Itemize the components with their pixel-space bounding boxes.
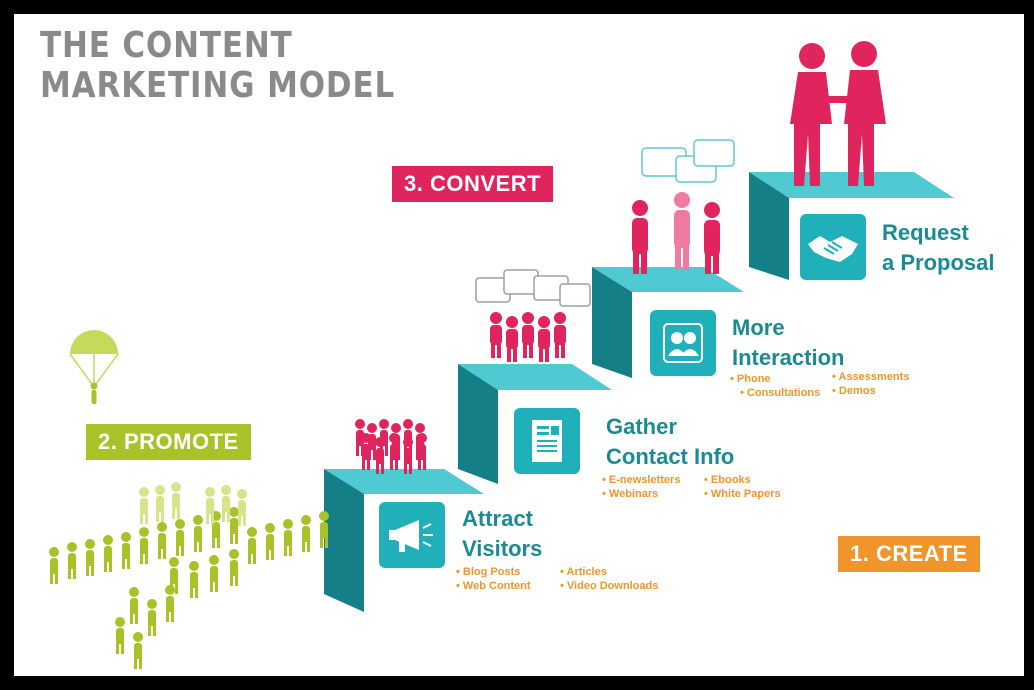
step2-list-col1: E-newsletters Webinars [602, 473, 681, 501]
badge-convert: 3. CONVERT [392, 166, 554, 202]
stair-top-1 [324, 469, 484, 494]
list-item: White Papers [704, 487, 781, 501]
page-title: THE CONTENT MARKETING MODEL [40, 26, 395, 106]
list-item: Demos [832, 384, 909, 398]
list-item: Assessments [832, 370, 910, 384]
step1-title-line2: Visitors [462, 536, 543, 561]
step3-title: More Interaction [732, 313, 844, 373]
page-title-line2: MARKETING MODEL [40, 65, 396, 106]
infographic-canvas: THE CONTENT MARKETING MODEL 3. CONVERT 2… [14, 14, 1024, 676]
chat-bubbles-step3 [641, 139, 735, 183]
stair-side-3 [592, 267, 632, 378]
list-item: Articles [560, 565, 658, 579]
list-item: Consultations [740, 386, 820, 400]
step3-title-line1: More [732, 315, 785, 340]
page-title-line1: THE CONTENT [40, 25, 293, 66]
pink-crowd-step1 [355, 419, 427, 474]
stair-sides [324, 172, 789, 612]
pink-crowd-step2 [490, 312, 566, 362]
step2-title-line2: Contact Info [606, 444, 735, 469]
step1-title: Attract Visitors [462, 504, 542, 564]
list-item: Web Content [456, 579, 531, 593]
handshake-figures [790, 41, 886, 186]
badge-create: 1. CREATE [838, 536, 980, 572]
step2-title-line1: Gather [606, 414, 677, 439]
step2-title: Gather Contact Info [606, 412, 734, 472]
list-item: E-newsletters [602, 473, 681, 487]
step3-title-line2: Interaction [732, 345, 845, 370]
list-item: Webinars [602, 487, 680, 501]
step1-list-col1: Blog Posts Web Content [456, 565, 531, 593]
step1-list-col2: Articles Video Downloads [560, 565, 659, 593]
document-icon [514, 408, 580, 474]
handshake-icon [800, 214, 866, 280]
green-crowd [49, 507, 329, 669]
stair-top-2 [458, 364, 612, 390]
pink-figures-step3 [632, 192, 720, 274]
people-icon [650, 310, 716, 376]
step2-list-col2: Ebooks White Papers [704, 473, 781, 501]
parachute-icon [69, 330, 119, 404]
stair-side-4 [749, 172, 789, 280]
stair-side-2 [458, 364, 498, 484]
chat-bubbles-step2 [475, 269, 591, 307]
list-item: Video Downloads [560, 579, 658, 593]
megaphone-icon [379, 502, 445, 568]
step4-title-line1: Request [882, 220, 969, 245]
step3-list-col1: Phone Consultations [730, 372, 820, 400]
staircase-illustration [49, 41, 954, 669]
list-item: Ebooks [704, 473, 781, 487]
step3-list-col2: Assessments Demos [832, 370, 910, 398]
step4-title: Request a Proposal [882, 218, 994, 278]
step1-title-line1: Attract [462, 506, 533, 531]
step4-title-line2: a Proposal [882, 250, 995, 275]
list-item: Blog Posts [456, 565, 531, 579]
stair-side-1 [324, 469, 364, 612]
badge-promote: 2. PROMOTE [86, 424, 251, 460]
list-item: Phone [730, 372, 820, 386]
